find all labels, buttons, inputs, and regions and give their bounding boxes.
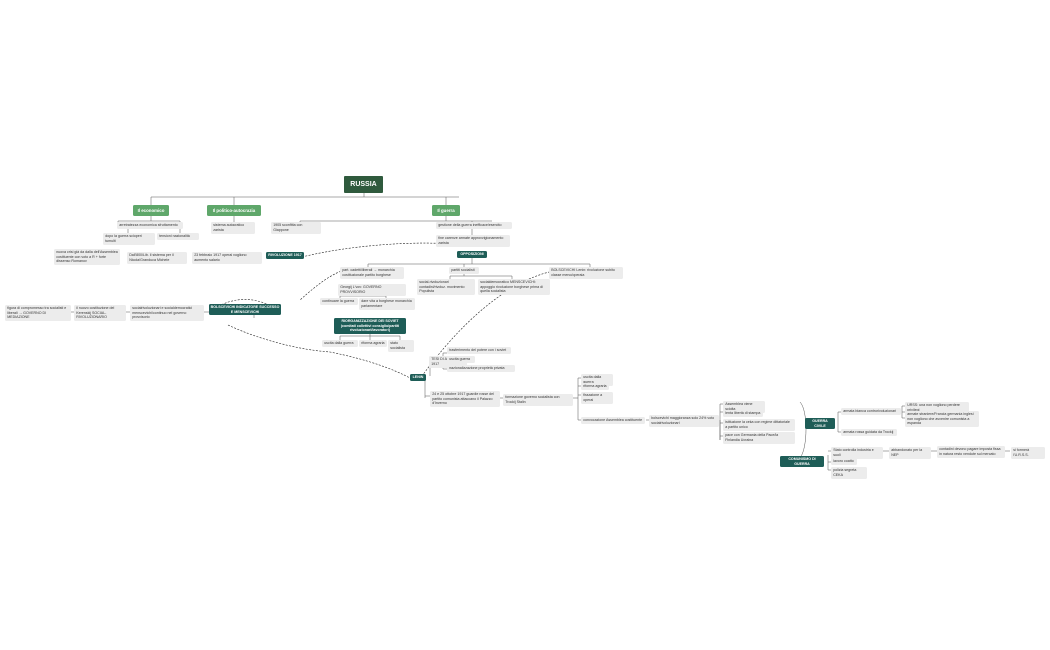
node-urss-formera[interactable]: si formerà l'U.R.S.S. <box>1011 447 1045 459</box>
comunismo-guerra-node[interactable]: COMUNISMO DI GUERRA <box>780 456 824 468</box>
node-nuova-crisi[interactable]: nuova crisi già da dalla dell'Assemblea … <box>54 249 120 266</box>
node-liberta-stampa[interactable]: lenta libertà di stampa <box>723 410 763 418</box>
node-tesi-uscita[interactable]: uscita guerra <box>447 356 475 364</box>
node-soviet-stato[interactable]: stato socialista <box>388 340 414 352</box>
bolscevichi-menscevichi-node[interactable]: BOLSCEVICHI INDICATORE SUCCESSO E MENSCE… <box>209 304 281 316</box>
node-lavoro-coatto[interactable]: lavoro coatto <box>831 458 857 466</box>
node-formazione-riforma[interactable]: riforma agraria <box>581 383 609 391</box>
node-soviet-riforma[interactable]: riforma agraria <box>359 340 387 348</box>
node-dare-vita[interactable]: dare vita a borghese monarchia parlament… <box>359 298 415 310</box>
node-armata-rossa[interactable]: armata rossa guidata da Trockij <box>841 429 897 437</box>
node-formazione-governo[interactable]: formazione governo socialista con Trocki… <box>503 394 573 406</box>
node-pace-germania[interactable]: pace con Germania della Pace/la Finlandi… <box>723 432 795 444</box>
node-fine-carenze[interactable]: fine carenze armate approvvigionamento z… <box>436 235 510 247</box>
node-ottobre-1917[interactable]: 24 e 25 ottobre 1917 guardie rosse del p… <box>430 391 500 408</box>
node-bolscevichi-maggioranza[interactable]: bolscevichi maggioranza solo 24% voto so… <box>649 415 719 427</box>
node-polizia-ceka[interactable]: polizia segreta CEKA <box>831 467 867 479</box>
branch-guerra[interactable]: Il guerra <box>432 205 460 216</box>
branch-politico[interactable]: Il politico-autocrazia <box>207 205 261 216</box>
node-menscevichi[interactable]: socialdemocratico MENSCEVICHI: appoggio … <box>478 279 550 296</box>
node-dal1800[interactable]: Dall'800/Lib. il sistema per il Nicola/G… <box>127 252 187 264</box>
node-continuare-guerra[interactable]: continuare la guerra <box>320 298 358 306</box>
node-formazione-uscita[interactable]: uscita dalla guerra <box>581 374 613 386</box>
node-gestione[interactable]: gestione della guerra inefficace/esercit… <box>436 222 512 230</box>
node-sistema[interactable]: sistema autocratico zarista <box>211 222 255 234</box>
node-convocazione-assemblea[interactable]: convocazione Assemblea costituente <box>581 417 645 425</box>
node-soc-rivoluzionari[interactable]: social-rivoluzionari contadini/rivoluz. … <box>417 279 475 296</box>
node-cadetti[interactable]: part. cadetti/liberali → monarchia costi… <box>340 267 404 279</box>
node-febbraio[interactable]: 23 febbraio 1917 operai vogliono aumento… <box>192 252 262 264</box>
node-arretratezza[interactable]: arretratezza economica sfruttamento <box>117 222 183 230</box>
node-figura-compromesso[interactable]: figura di compromesso tra socialisti e l… <box>5 305 71 322</box>
node-lvov[interactable]: Georgij L'vov: GOVERNO PROVVISORIO <box>338 284 406 296</box>
node-soviet-uscita[interactable]: uscita dalla guerra <box>322 340 358 348</box>
soviet-node[interactable]: RIORGANIZZAZIONE DEI SOVIET (comitati co… <box>334 318 406 334</box>
node-tesi-nazionalizzazione[interactable]: nazionalizzazione proprietà privata <box>447 365 515 373</box>
node-assemblea-sciolta[interactable]: Assemblea viene sciolta <box>723 401 765 413</box>
node-ceka-regime[interactable]: istituzione la ceka con regime dittatori… <box>723 419 795 431</box>
node-nuovo-kerenskij[interactable]: il nuovo costituzione del Kerenskij SOCI… <box>74 305 126 322</box>
node-armate-straniere[interactable]: armate straniere/Francia germania ingles… <box>905 411 979 428</box>
node-bolscevichi-lenin[interactable]: BOLSCEVICHI Lenin: rivoluzione subito cl… <box>549 267 623 279</box>
node-urss-privilegi[interactable]: URSS: una non vogliono perdere privilegi <box>905 402 969 414</box>
rivoluzione-1917-node[interactable]: RIVOLUZIONE 1917 <box>266 252 304 259</box>
node-abbandonato-nep[interactable]: abbandonato per la NEP <box>889 447 931 459</box>
node-partiti-socialisti[interactable]: partiti socialisti <box>449 267 479 275</box>
opposizioni-node[interactable]: OPPOSIZIONI <box>457 251 487 258</box>
node-stato-controlla[interactable]: Stato controlla industria e suoli <box>831 447 883 459</box>
lenin-node[interactable]: LENIN <box>410 374 426 381</box>
node-perdite[interactable]: 1905 sconfitta con Giappone <box>271 222 321 234</box>
node-contadini-imposta[interactable]: contadini devono pagare imposta fissa in… <box>937 446 1005 458</box>
branch-economico[interactable]: Il economico <box>133 205 169 216</box>
node-armata-bianca[interactable]: armata bianca controrivoluzionari <box>841 408 901 416</box>
node-dopoguerra[interactable]: dopo la guerra scioperi tumulti <box>103 233 155 245</box>
node-nazionalita[interactable]: tensioni nazionalità <box>157 233 199 241</box>
guerra-civile-node[interactable]: GUERRA CIVILE <box>805 418 835 430</box>
node-formazione-fissazione[interactable]: fissazione a operai <box>581 392 613 404</box>
node-tesi-trasferimento[interactable]: trasferimento del potere con i soviet <box>447 347 511 355</box>
root-node[interactable]: RUSSIA <box>344 176 383 193</box>
node-socialrivoluzionari[interactable]: socialrivoluzionari e socialdemocratici … <box>130 305 204 322</box>
